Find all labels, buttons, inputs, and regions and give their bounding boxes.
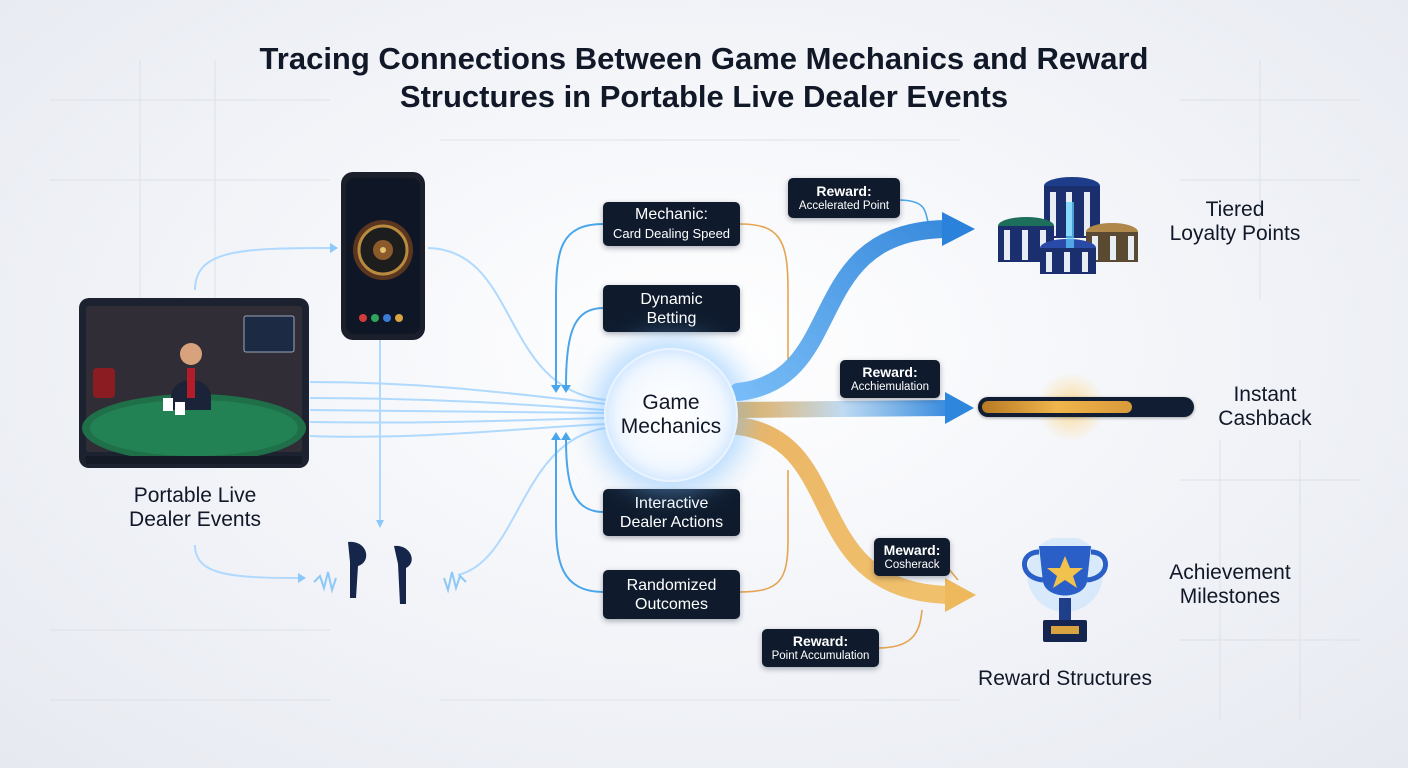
source-line-1: Portable Live	[133, 484, 257, 507]
chip-stack-icon	[998, 177, 1138, 274]
reward-tag-label: Meward:	[883, 542, 941, 558]
source-label: Portable Live Dealer Events	[100, 484, 290, 532]
smartphone-roulette-icon	[341, 172, 425, 340]
tablet-icon	[79, 298, 309, 468]
reward-tag-point-accumulation: Reward: Point Accumulation	[762, 629, 879, 667]
mechanic-label: Randomized	[626, 576, 717, 594]
reward-structures-label: Reward Structures	[978, 667, 1152, 690]
outcome-line-1: Achievement	[1169, 561, 1291, 584]
mechanic-label: Interactive	[634, 494, 709, 512]
outcome-line-2: Cashback	[1218, 407, 1312, 430]
reward-tag-acchiemulation: Reward: Acchiemulation	[840, 360, 940, 398]
outcome-line-2: Loyalty Points	[1169, 222, 1301, 245]
outcome-instant-cashback: Instant Cashback	[1180, 383, 1350, 431]
game-mechanics-hub: Game Mechanics	[604, 348, 738, 482]
outcome-line-1: Tiered	[1205, 198, 1265, 221]
outcome-line-1: Instant	[1233, 383, 1297, 406]
reward-tag-cosherack: Meward: Cosherack	[874, 538, 950, 576]
mechanic-detail: Outcomes	[635, 595, 708, 613]
mechanic-detail: Betting	[646, 309, 697, 327]
hub-line-2: Mechanics	[620, 415, 722, 438]
mechanic-detail: Card Dealing Speed	[612, 226, 731, 241]
reward-tag-label: Reward:	[816, 183, 872, 199]
reward-tag-detail: Point Accumulation	[771, 650, 870, 662]
mechanic-interactive-dealer-actions: Interactive Dealer Actions	[603, 489, 740, 536]
page-title: Tracing Connections Between Game Mechani…	[120, 40, 1288, 116]
reward-tag-detail: Acchiemulation	[851, 381, 929, 393]
title-line-1: Tracing Connections Between Game Mechani…	[259, 41, 1149, 76]
source-line-2: Dealer Events	[129, 508, 261, 531]
progress-bar-icon	[978, 397, 1194, 417]
hub-line-1: Game	[642, 391, 700, 414]
mechanic-dynamic-betting: Dynamic Betting	[603, 285, 740, 332]
mechanic-detail: Dealer Actions	[619, 513, 724, 531]
reward-tag-detail: Cosherack	[884, 559, 940, 571]
reward-tag-label: Reward:	[792, 633, 849, 649]
mechanic-label: Mechanic:	[635, 206, 708, 223]
outcome-line-2: Milestones	[1179, 585, 1281, 608]
reward-tag-accelerated-point: Reward: Accelerated Point	[788, 178, 900, 218]
mechanic-label: Dynamic	[640, 290, 703, 308]
earbuds-icon	[313, 541, 467, 604]
mechanic-randomized-outcomes: Randomized Outcomes	[603, 570, 740, 619]
title-line-2: Structures in Portable Live Dealer Event…	[399, 79, 1009, 114]
trophy-icon	[1022, 538, 1108, 642]
reward-tag-detail: Accelerated Point	[798, 200, 890, 212]
reward-tag-label: Reward:	[862, 364, 918, 380]
progress-fill	[982, 401, 1132, 413]
outcome-tiered-loyalty-points: Tiered Loyalty Points	[1140, 198, 1330, 246]
outcome-achievement-milestones: Achievement Milestones	[1135, 561, 1325, 609]
mechanic-card-dealing-speed: Mechanic: Card Dealing Speed	[603, 202, 740, 246]
